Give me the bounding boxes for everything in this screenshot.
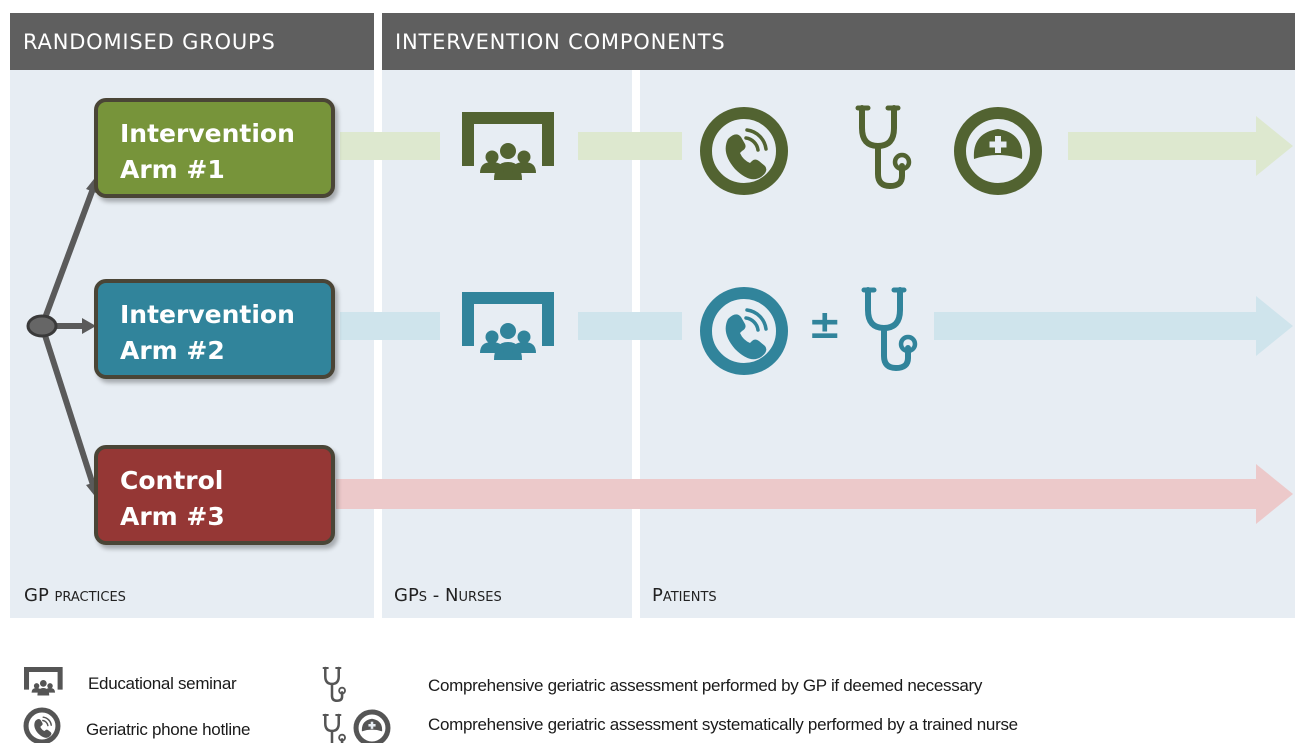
arm-3-line2: Arm #3 (120, 502, 225, 531)
stethoscope-icon (322, 666, 347, 703)
stethoscope-icon (858, 108, 909, 186)
footer-gps-nurses: GPs - Nurses (394, 585, 502, 606)
arm-1-line1: Intervention (120, 119, 295, 148)
header-intervention-components-label: INTERVENTION COMPONENTS (395, 29, 726, 54)
presentation-group-icon (462, 112, 554, 180)
stethoscope-icon (864, 290, 915, 368)
footer-gp-practices: GP practices (24, 585, 126, 606)
legend-seminar: Educational seminar (88, 674, 237, 693)
phone-hotline-icon (706, 293, 782, 369)
legend-cga-gp: Comprehensive geriatric assessment perfo… (428, 676, 983, 695)
branch-arrows (39, 174, 99, 500)
header-intervention-components: INTERVENTION COMPONENTS (382, 13, 1295, 70)
presentation-group-icon (462, 292, 554, 360)
nurse-cap-icon (960, 113, 1036, 189)
plus-minus-sign: ± (808, 302, 842, 348)
arm-3-line1: Control (120, 466, 224, 495)
arm3-track (336, 464, 1293, 524)
arm-box-1: Intervention Arm #1 (94, 98, 335, 198)
arm-2-line1: Intervention (120, 300, 295, 329)
origin-node (26, 314, 58, 338)
arm-box-3: Control Arm #3 (94, 445, 335, 545)
phone-hotline-icon (26, 710, 58, 742)
nurse-cap-icon (356, 712, 388, 743)
phone-hotline-icon (706, 113, 782, 189)
arm2-track (340, 296, 1293, 356)
footer-patients: Patients (652, 585, 717, 606)
header-randomised-groups-label: RANDOMISED GROUPS (23, 29, 276, 54)
arm-2-line2: Arm #2 (120, 336, 225, 365)
legend-hotline: Geriatric phone hotline (86, 720, 251, 739)
presentation-group-icon (24, 667, 63, 696)
arm-box-2: Intervention Arm #2 (94, 279, 335, 379)
arm-1-line2: Arm #1 (120, 155, 225, 184)
legend-cga-nurse: Comprehensive geriatric assessment syste… (428, 715, 1018, 734)
arm1-track (340, 116, 1293, 176)
header-randomised-groups: RANDOMISED GROUPS (10, 13, 374, 70)
stethoscope-icon (322, 713, 347, 743)
